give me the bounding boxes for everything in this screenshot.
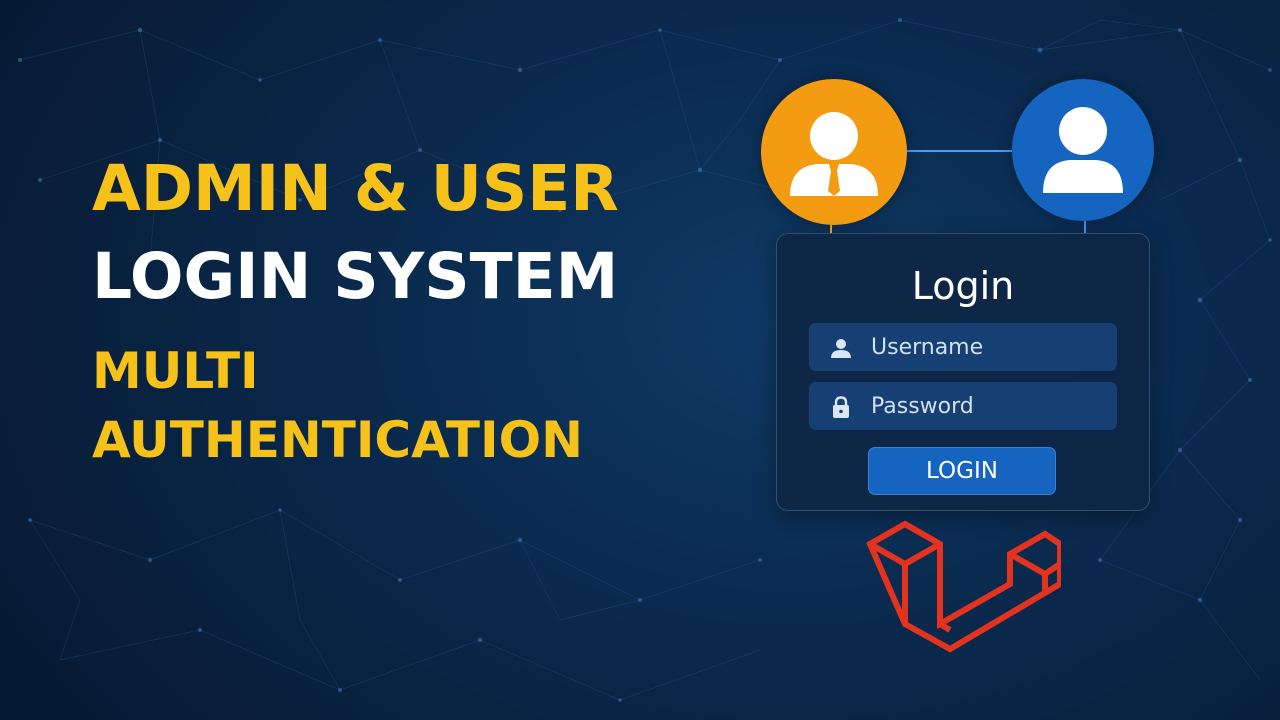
headline-line-3: MULTI: [92, 342, 259, 400]
lock-icon: [829, 395, 853, 419]
user-icon: [1043, 107, 1123, 193]
password-input[interactable]: [871, 382, 1107, 430]
headline-line-4: AUTHENTICATION: [92, 411, 583, 469]
user-avatar: [1012, 79, 1154, 221]
username-input[interactable]: [871, 323, 1107, 371]
headline-line-2: LOGIN SYSTEM: [92, 240, 619, 313]
login-button[interactable]: LOGIN: [868, 447, 1056, 495]
user-icon: [829, 336, 853, 360]
username-field[interactable]: [809, 323, 1117, 371]
password-field[interactable]: [809, 382, 1117, 430]
laravel-logo: [866, 520, 1061, 653]
admin-icon: [790, 112, 878, 196]
login-heading: Login: [911, 264, 1015, 308]
login-card: Login LOGIN: [776, 233, 1150, 511]
headline-line-1: ADMIN & USER: [92, 152, 619, 225]
admin-avatar: [761, 79, 907, 225]
